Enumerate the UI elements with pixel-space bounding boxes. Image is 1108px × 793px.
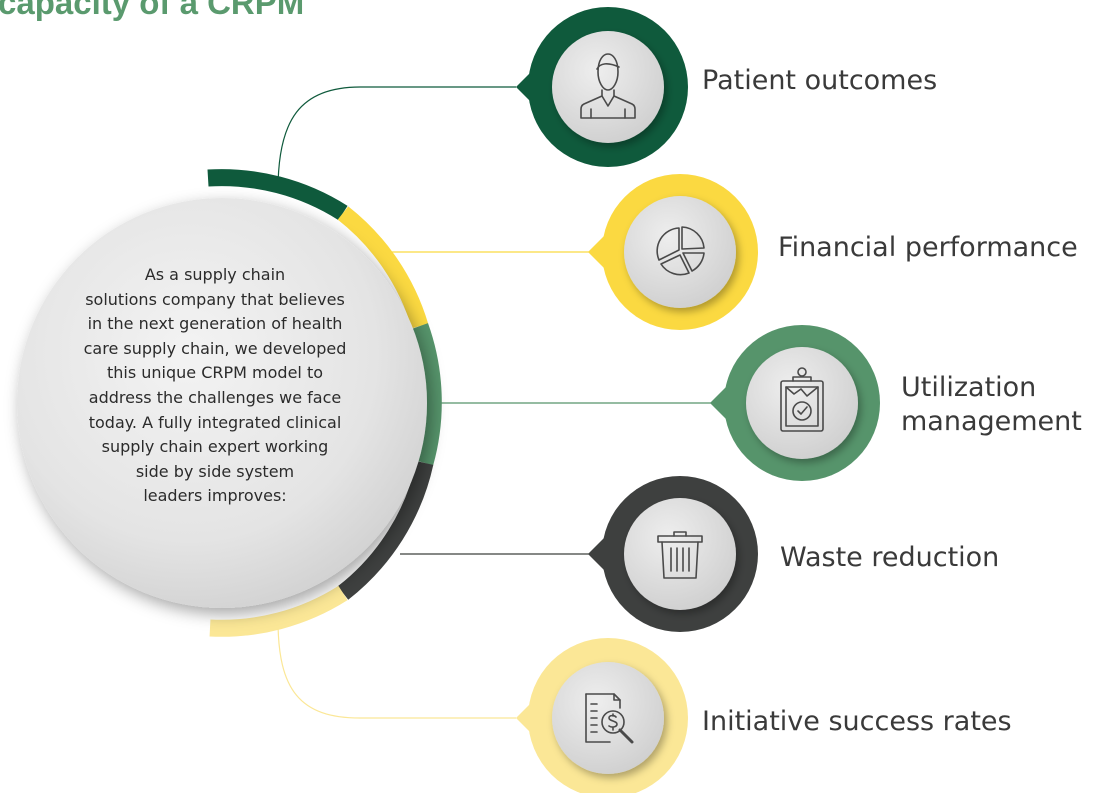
ring-segment-dark <box>337 461 434 600</box>
trash-can-icon <box>657 531 703 579</box>
ring-segment-yellow <box>337 206 429 329</box>
connector-line-initiative <box>277 619 516 719</box>
description-line: solutions company that believes <box>85 289 345 309</box>
person-icon <box>580 53 636 119</box>
document-search-dollar-icon <box>585 693 634 744</box>
ring-segment-green <box>411 323 442 466</box>
description-line: in the next generation of health <box>87 314 343 334</box>
description-line: As a supply chain <box>144 265 286 284</box>
pie-chart-icon <box>656 226 705 276</box>
clipboard-check-icon <box>780 367 824 432</box>
label-line: Utilization <box>901 372 1037 403</box>
label-waste-reduction: Waste reduction <box>780 542 1000 573</box>
description-line: side by side system <box>135 461 295 481</box>
item-financial-performance <box>588 174 758 330</box>
description-line: care supply chain, we developed <box>83 338 347 358</box>
description-line: address the challenges we face <box>88 387 342 407</box>
center-description: As a supply chain solutions company that… <box>55 263 375 509</box>
connector-line-patient <box>277 86 516 191</box>
label-financial-performance: Financial performance <box>778 232 1078 263</box>
center-circle <box>17 198 427 608</box>
label-utilization-management: Utilization management <box>901 371 1082 439</box>
ring-segment-yellow-light <box>209 585 348 637</box>
label-line: management <box>901 406 1082 437</box>
label-initiative-success-rates: Initiative success rates <box>702 706 1012 737</box>
description-line: leaders improves: <box>143 486 287 506</box>
page-title: capacity of a CRPM <box>0 0 305 21</box>
item-initiative-success-rates <box>516 638 688 793</box>
item-waste-reduction <box>588 476 758 632</box>
description-line: this unique CRPM model to <box>106 363 324 383</box>
label-patient-outcomes: Patient outcomes <box>702 65 938 96</box>
ring-segment-green-dark <box>207 169 348 221</box>
item-patient-outcomes <box>516 7 688 167</box>
item-utilization-management <box>710 325 880 481</box>
description-line: supply chain expert working <box>101 437 329 457</box>
description-line: today. A fully integrated clinical <box>88 412 342 432</box>
center-ring <box>207 169 442 637</box>
